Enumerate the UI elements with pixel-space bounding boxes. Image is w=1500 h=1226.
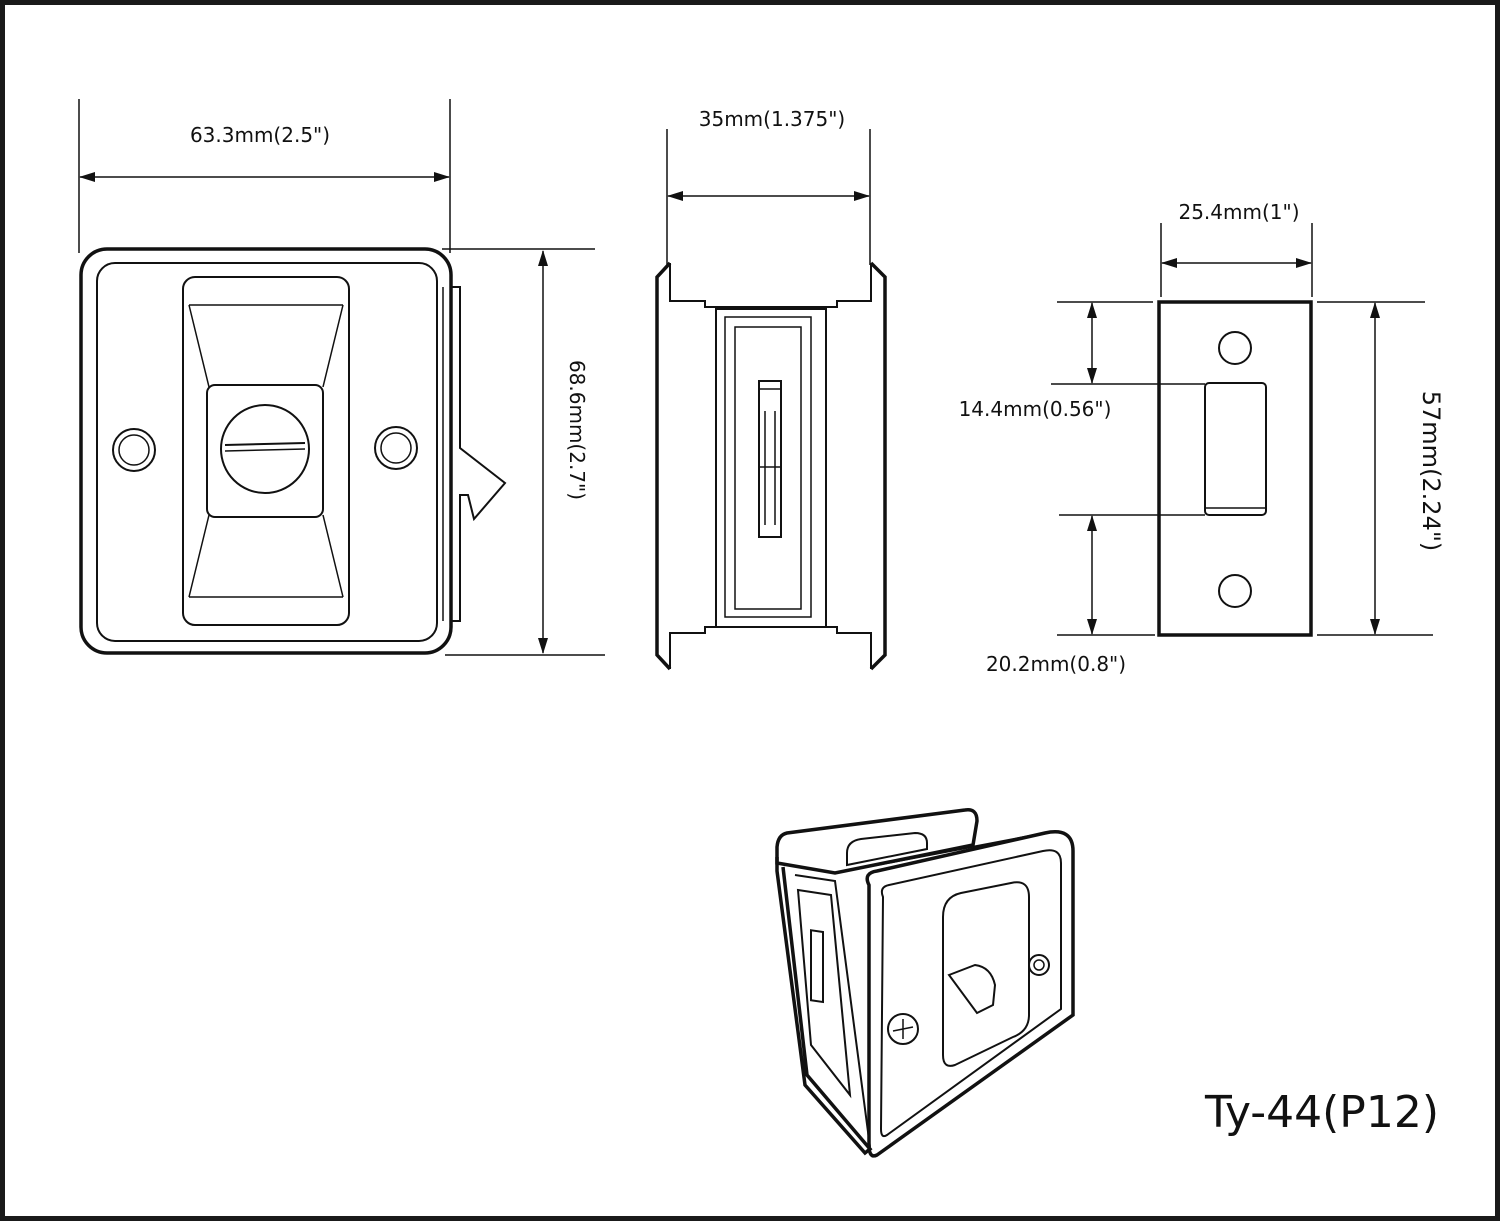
edge-latch-slot [758, 380, 782, 538]
pull-recess-bevels [188, 304, 344, 598]
iso-left-side [775, 857, 873, 1156]
strike-bottom-offset-label: 20.2mm(0.8") [986, 652, 1126, 676]
front-screw-hole-left-inner [118, 434, 150, 466]
front-width-label: 63.3mm(2.5") [190, 123, 330, 147]
edge-width-label: 35mm(1.375") [699, 107, 845, 131]
edge-bottom-profile [669, 626, 872, 669]
strike-width-label: 25.4mm(1") [1178, 200, 1299, 224]
latch-hook [451, 286, 507, 622]
iso-front-plate-inner [879, 849, 1062, 1138]
strike-screw-hole-bottom-icon [1218, 574, 1252, 608]
front-screw-hole-right-icon [374, 426, 418, 470]
iso-back-pull-recess [846, 831, 928, 867]
pull-recess-outer [182, 276, 350, 626]
thumb-turn-base [206, 384, 324, 518]
iso-latch-slot [810, 929, 824, 1004]
edge-view: 35mm(1.375") [655, 107, 887, 671]
iso-screw-hole-right-inner [1033, 959, 1045, 971]
iso-side-faceplate [796, 888, 852, 1099]
pull-recess-bevel-edges [189, 304, 343, 598]
iso-screw-left-cross [892, 1019, 914, 1039]
thumb-turn-slot [224, 442, 306, 446]
edge-faceplate-recess [734, 326, 802, 610]
model-label: Ty-44(P12) [1204, 1087, 1439, 1138]
isometric-view [775, 807, 1075, 1158]
edge-flange-right [869, 261, 887, 671]
thumb-turn-knob [220, 404, 310, 494]
technical-drawing: 63.3mm(2.5") 68.6mm(2.7") 35mm(1.375") [78, 99, 1445, 1158]
strike-top-offset-label: 14.4mm(0.56") [959, 397, 1112, 421]
iso-screw-left-icon [887, 1013, 919, 1045]
front-view: 63.3mm(2.5") 68.6mm(2.7") [78, 99, 605, 656]
strike-height-label: 57mm(2.24") [1417, 391, 1445, 552]
front-screw-hole-left-icon [112, 428, 156, 472]
iso-thumb-turn [947, 963, 997, 1015]
edge-faceplate [715, 308, 827, 628]
thumb-turn-slot-edge [224, 448, 306, 452]
front-plate-inner-border [96, 262, 438, 642]
front-height-label: 68.6mm(2.7") [565, 360, 589, 500]
front-screw-hole-right-inner [380, 432, 412, 464]
iso-pull-recess [942, 881, 1030, 1067]
strike-view: 25.4mm(1") 14.4mm(0.56") 20.2mm(0.8") 57… [959, 200, 1445, 676]
edge-flange-left [655, 261, 672, 671]
edge-faceplate-inner [724, 316, 812, 618]
iso-screw-hole-right-icon [1028, 954, 1050, 976]
iso-side-inner [794, 874, 871, 1148]
strike-latch-opening [1204, 382, 1267, 516]
strike-screw-hole-top-icon [1218, 331, 1252, 365]
front-plate-outline [79, 247, 453, 655]
iso-back-plate-top [775, 807, 979, 875]
strike-plate-outline [1157, 300, 1313, 637]
iso-front-plate [865, 830, 1075, 1158]
edge-top-profile [669, 263, 872, 308]
